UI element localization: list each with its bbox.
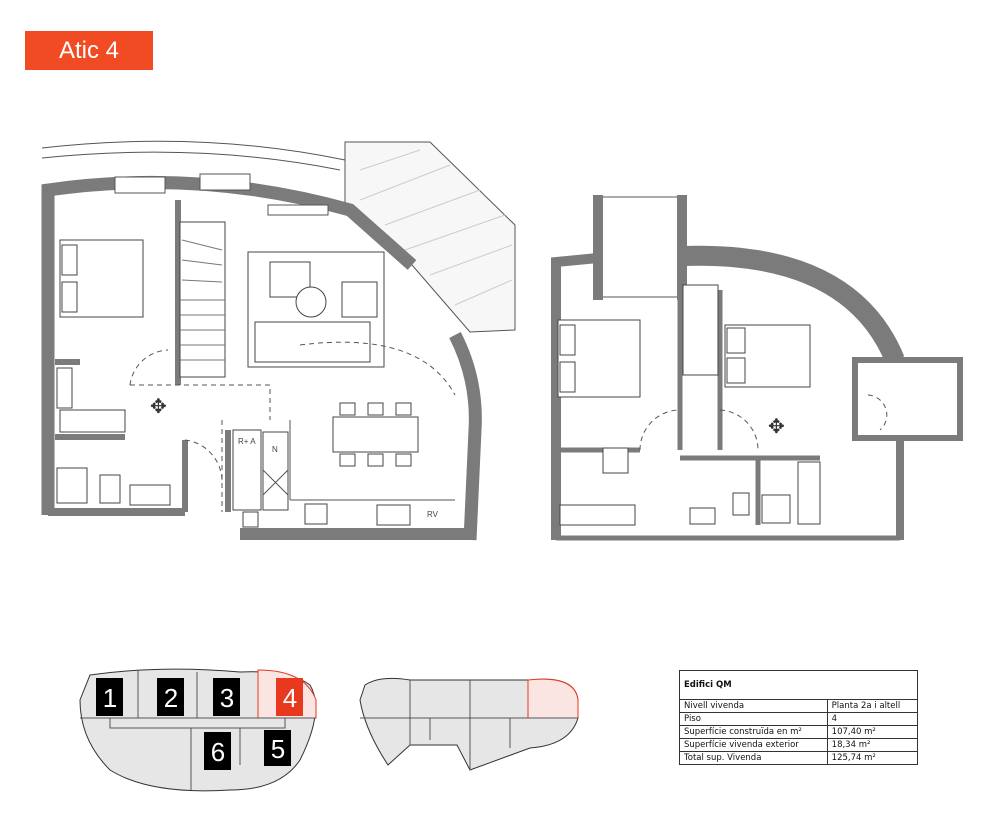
key-plan-floor-2: 1 2 3 4 5 6 xyxy=(79,668,317,792)
window xyxy=(114,176,166,194)
row-value: 107,40 m² xyxy=(826,725,919,739)
pillow xyxy=(559,361,576,393)
unit-4-hatch xyxy=(527,678,579,719)
person-icon: ✥ xyxy=(768,416,785,438)
sink xyxy=(376,504,411,526)
table-heading: Edifici QM xyxy=(679,670,918,700)
row-label: Superfície vivenda exterior xyxy=(679,738,828,752)
pillow xyxy=(61,244,78,276)
pillow xyxy=(726,357,746,384)
unit-divisions xyxy=(360,680,578,770)
wardrobe xyxy=(559,504,636,526)
window xyxy=(199,173,251,191)
building-outline xyxy=(79,668,317,792)
balcony xyxy=(599,196,681,298)
fridge-label: N xyxy=(272,445,278,454)
sofa xyxy=(254,321,371,363)
kitchen-counter xyxy=(289,420,455,501)
unit-number: 2 xyxy=(164,683,178,713)
washbasin xyxy=(689,507,716,525)
unit-1-badge xyxy=(96,678,123,716)
unit-number: 5 xyxy=(271,734,285,764)
main-floor-plan: R+ A N RV ✥ xyxy=(41,140,516,541)
door-swing xyxy=(129,349,223,481)
wardrobe xyxy=(797,461,821,525)
site-line xyxy=(41,140,346,161)
fridge xyxy=(262,431,289,511)
unit-2-badge xyxy=(157,678,184,716)
staircase xyxy=(682,284,719,376)
row-label: Nivell vivenda xyxy=(679,699,828,713)
unit-5-badge xyxy=(264,730,291,766)
stair-treads xyxy=(180,239,225,361)
pillow xyxy=(559,324,576,356)
unit-divisions xyxy=(80,670,316,790)
row-label: Total sup. Vivenda xyxy=(679,751,828,765)
terrace-decking xyxy=(359,149,513,306)
toilet xyxy=(99,474,121,504)
coffee-table xyxy=(295,286,327,318)
storage-label: R+ A xyxy=(238,437,256,446)
unit-3-badge xyxy=(213,678,240,716)
pillow xyxy=(61,281,78,313)
site-line xyxy=(41,151,341,171)
dining-table xyxy=(332,416,419,453)
wardrobe xyxy=(59,409,126,433)
toilet xyxy=(732,492,750,516)
interior-wall xyxy=(556,290,820,525)
range-hood-label: RV xyxy=(427,510,439,519)
person-icon: ✥ xyxy=(150,396,167,418)
wall xyxy=(449,332,482,541)
unit-title: Atic 4 xyxy=(25,31,153,70)
curved-wall xyxy=(681,245,905,364)
ceiling-line xyxy=(130,341,456,512)
desk xyxy=(602,447,629,474)
window xyxy=(267,204,329,216)
mezzanine-plan: ✥ xyxy=(551,195,963,541)
row-value: 18,34 m² xyxy=(826,738,919,752)
pillow xyxy=(726,327,746,354)
key-plan-mezzanine xyxy=(359,677,579,771)
unit-number: 4 xyxy=(283,683,297,713)
cooktop xyxy=(304,503,328,525)
wardrobe xyxy=(56,367,73,409)
door-swing xyxy=(639,394,888,451)
shower xyxy=(56,467,88,504)
wall xyxy=(551,253,599,540)
row-value: 4 xyxy=(826,712,919,726)
row-label: Piso xyxy=(679,712,828,726)
row-label: Superfície construïda en m² xyxy=(679,725,828,739)
building-outline xyxy=(359,677,579,771)
shower xyxy=(761,494,791,524)
interior-wall xyxy=(55,200,231,512)
oven xyxy=(262,469,289,496)
unit-number: 3 xyxy=(220,683,234,713)
storage xyxy=(232,429,262,511)
unit-number: 6 xyxy=(211,737,225,767)
shaft xyxy=(242,511,259,528)
row-value: Planta 2a i altell xyxy=(826,699,919,713)
armchair xyxy=(341,281,378,318)
balcony xyxy=(852,357,963,441)
unit-6-badge xyxy=(204,732,231,770)
dining-chairs xyxy=(339,402,412,467)
washbasin xyxy=(129,484,171,506)
row-value: 125,74 m² xyxy=(826,751,919,765)
unit-4-badge xyxy=(276,678,303,716)
unit-number: 1 xyxy=(103,683,117,713)
